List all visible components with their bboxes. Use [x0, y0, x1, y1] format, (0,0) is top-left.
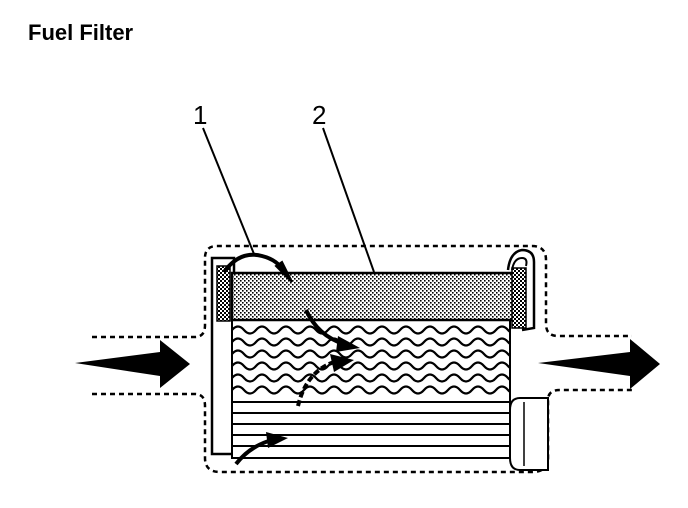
flow-arrow-diagonal-up-head	[330, 354, 354, 372]
outlet-seal	[511, 267, 527, 329]
outlet-seal-lip	[506, 248, 536, 332]
outlet-arrow	[538, 339, 660, 389]
media-layer-2	[230, 271, 516, 322]
flow-arrow-top-head	[274, 260, 293, 283]
callout-label-2: 2	[312, 100, 326, 130]
pleat-row	[232, 361, 510, 371]
inlet-seal	[216, 265, 231, 322]
leader-line-1	[202, 127, 255, 255]
housing-dashed-outline	[92, 244, 632, 474]
pleat-row	[232, 373, 510, 383]
flow-arrow-diagonal-up	[296, 360, 335, 407]
inlet-arrow	[75, 340, 190, 388]
callout-label-1: 1	[193, 100, 207, 130]
filter-tubes	[232, 401, 510, 447]
pleat-row	[232, 349, 510, 359]
pleated-media	[232, 325, 510, 395]
pleat-row	[232, 337, 510, 347]
flow-arrow-bottom-head	[266, 432, 288, 448]
leader-line-2	[322, 127, 375, 273]
outlet-end-cap	[509, 397, 549, 471]
flow-arrow-diagonal-down-head	[336, 336, 360, 352]
pleat-row	[232, 385, 510, 395]
pleat-row	[232, 325, 510, 335]
page-title: Fuel Filter	[28, 20, 134, 45]
outlet-seal-hook	[511, 256, 528, 271]
